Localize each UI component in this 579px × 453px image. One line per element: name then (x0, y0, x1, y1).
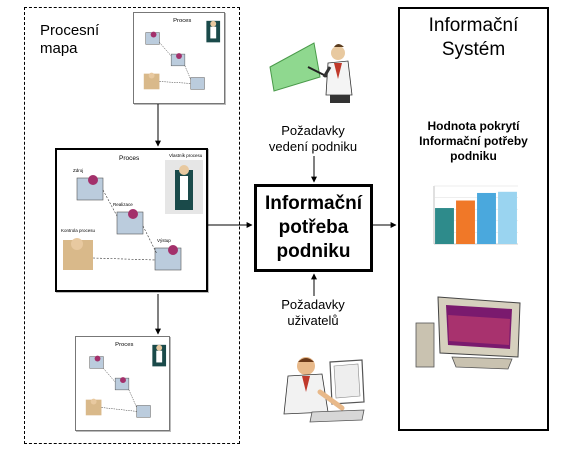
management-requirements-label: Požadavky vedení podniku (268, 123, 358, 154)
thumb-main-header: Proces (119, 155, 140, 162)
chart-bar (477, 192, 496, 244)
thumb-main-step2: Realizace (113, 202, 133, 207)
process-thumbnail-bottom-drawing: Proces (85, 342, 167, 418)
user-at-computer-icon (283, 357, 365, 423)
chart-bar (435, 208, 454, 244)
coverage-label: Hodnota pokrytí Informační potřeby podni… (419, 119, 528, 163)
thumb-main-role-label: Vlastník procesu (169, 153, 203, 158)
information-system-title: Informační Systém (428, 15, 519, 60)
computer-icon (415, 296, 521, 370)
presenter-icon (269, 42, 353, 103)
thumb-top-header: Proces (173, 18, 191, 24)
process-thumbnail-bottom: Proces (75, 336, 170, 431)
computer-illustration (412, 293, 530, 373)
process-thumbnail-main: Proces Vlastník procesu Zdroj Realizace … (55, 148, 208, 292)
coverage-bar-chart (433, 185, 518, 245)
chart-bar (498, 191, 517, 244)
process-thumbnail-main-drawing: Proces Vlastník procesu Zdroj Realizace … (61, 153, 203, 271)
thumb-bottom-header: Proces (115, 342, 133, 348)
process-thumbnail-top: Proces (133, 12, 225, 104)
process-thumbnail-top-drawing: Proces (143, 18, 221, 90)
information-need-box: Informační potřeba podniku (254, 184, 373, 272)
chart-bars (435, 191, 517, 244)
thumb-main-step1: Zdroj (73, 168, 83, 173)
thumb-main-step3: Kontrola procesu (61, 228, 96, 233)
user-at-computer-illustration (272, 352, 372, 424)
user-requirements-label: Požadavky uživatelů (281, 297, 345, 328)
information-system-box (398, 7, 549, 431)
thumb-main-step4: Výstup (157, 238, 171, 243)
process-map-title: Procesní mapa (40, 22, 100, 57)
information-need-label: Informační potřeba podniku (264, 193, 363, 262)
presenter-illustration (268, 33, 363, 105)
chart-bar (456, 200, 475, 244)
